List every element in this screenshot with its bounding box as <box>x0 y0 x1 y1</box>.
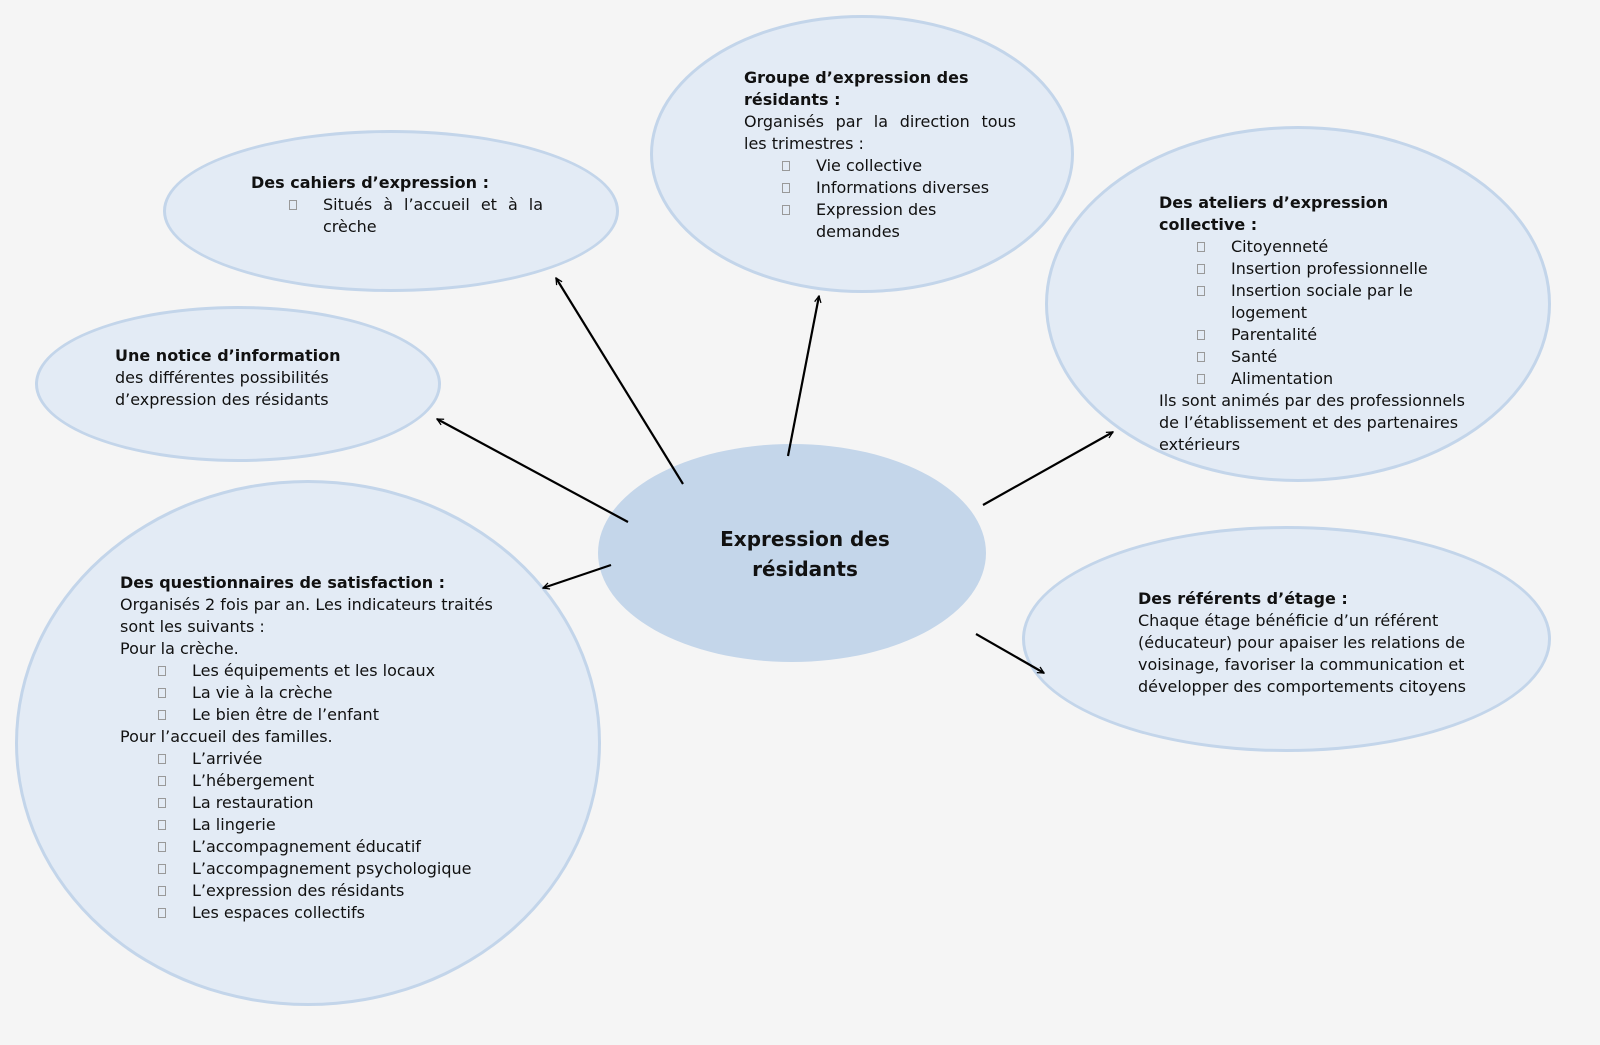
list-item: Insertion professionnelle <box>1159 258 1477 280</box>
arrow-to-ateliers <box>982 431 1113 506</box>
groupe-text: Organisés par la direction tous les trim… <box>744 112 1016 153</box>
groupe-title: Groupe d’expression des résidants : <box>744 68 969 109</box>
questionnaires-accueil-label: Pour l’accueil des familles. <box>120 727 333 746</box>
cahiers-content: Des cahiers d’expression : Situés à l’ac… <box>251 172 543 238</box>
arrow-to-referents <box>975 633 1044 674</box>
bubble-ateliers <box>1045 126 1551 482</box>
groupe-list: Vie collective Informations diverses Exp… <box>744 155 1016 243</box>
questionnaires-accueil-list: L’arrivée L’hébergement La restauration … <box>120 748 512 924</box>
list-item: L’arrivée <box>120 748 512 770</box>
list-item: Alimentation <box>1159 368 1477 390</box>
questionnaires-creche-label: Pour la crèche. <box>120 639 239 658</box>
list-item: La vie à la crèche <box>120 682 512 704</box>
cahiers-list: Situés à l’accueil et à la crèche <box>251 194 543 238</box>
bullet-icon <box>782 161 790 171</box>
arrow-to-groupe <box>786 296 819 457</box>
bullet-icon <box>158 886 166 896</box>
ateliers-footer: Ils sont animés par des professionnels d… <box>1159 391 1465 454</box>
questionnaires-title: Des questionnaires de satisfaction : <box>120 573 446 592</box>
bullet-icon <box>289 200 297 210</box>
ateliers-content: Des ateliers d’expression collective : C… <box>1159 192 1477 456</box>
bullet-icon <box>1197 286 1205 296</box>
ateliers-list: Citoyenneté Insertion professionnelle In… <box>1159 236 1477 390</box>
bullet-icon <box>158 798 166 808</box>
arrow-to-questionnaires <box>543 563 612 588</box>
list-item: La lingerie <box>120 814 512 836</box>
list-item: L’hébergement <box>120 770 512 792</box>
bubble-notice <box>35 306 441 462</box>
arrow-to-notice <box>437 418 629 523</box>
center-title: Expression des résidants <box>720 527 890 581</box>
questionnaires-creche-list: Les équipements et les locaux La vie à l… <box>120 660 512 726</box>
bullet-icon <box>158 908 166 918</box>
bullet-icon <box>1197 330 1205 340</box>
ateliers-title: Des ateliers d’expression collective : <box>1159 193 1389 234</box>
list-item: Insertion sociale par le logement <box>1159 280 1421 324</box>
referents-text: Chaque étage bénéficie d’un référent (éd… <box>1138 611 1466 696</box>
bullet-icon <box>782 183 790 193</box>
list-item: Parentalité <box>1159 324 1477 346</box>
referents-title: Des référents d’étage : <box>1138 589 1348 608</box>
bullet-icon <box>158 666 166 676</box>
notice-text: des différentes possibilités d’expressio… <box>115 368 329 409</box>
bullet-icon <box>1197 264 1205 274</box>
bullet-icon <box>158 864 166 874</box>
list-item: Citoyenneté <box>1159 236 1477 258</box>
center-node <box>598 444 986 662</box>
bullet-icon <box>782 205 790 215</box>
questionnaires-content: Des questionnaires de satisfaction : Org… <box>120 572 512 924</box>
list-item: L’accompagnement psychologique <box>120 858 512 880</box>
groupe-content: Groupe d’expression des résidants : Orga… <box>744 67 1016 243</box>
bullet-icon <box>158 776 166 786</box>
list-item: Les équipements et les locaux <box>120 660 512 682</box>
list-item: Situés à l’accueil et à la crèche <box>251 194 543 238</box>
referents-content: Des référents d’étage : Chaque étage bén… <box>1138 588 1490 698</box>
list-item: Le bien être de l’enfant <box>120 704 512 726</box>
list-item: Les espaces collectifs <box>120 902 512 924</box>
cahiers-title: Des cahiers d’expression : <box>251 173 489 192</box>
bubble-referents <box>1022 526 1551 752</box>
notice-content: Une notice d’information des différentes… <box>115 345 345 411</box>
arrow-to-cahiers <box>555 278 684 485</box>
bubble-groupe <box>650 15 1074 293</box>
list-item: L’expression des résidants <box>120 880 512 902</box>
bullet-icon <box>158 710 166 720</box>
bullet-icon <box>1197 352 1205 362</box>
list-item: Informations diverses <box>744 177 1016 199</box>
bubble-questionnaires <box>15 480 601 1006</box>
bullet-icon <box>1197 374 1205 384</box>
bullet-icon <box>158 688 166 698</box>
bullet-icon <box>1197 242 1205 252</box>
bubble-cahiers <box>163 130 619 292</box>
bullet-icon <box>158 820 166 830</box>
notice-title: Une notice d’information <box>115 346 341 365</box>
bullet-icon <box>158 754 166 764</box>
list-item: L’accompagnement éducatif <box>120 836 512 858</box>
list-item: Santé <box>1159 346 1477 368</box>
questionnaires-intro: Organisés 2 fois par an. Les indicateurs… <box>120 595 493 636</box>
bullet-icon <box>158 842 166 852</box>
list-item: Expression des demandes <box>744 199 976 243</box>
list-item: La restauration <box>120 792 512 814</box>
list-item: Vie collective <box>744 155 1016 177</box>
